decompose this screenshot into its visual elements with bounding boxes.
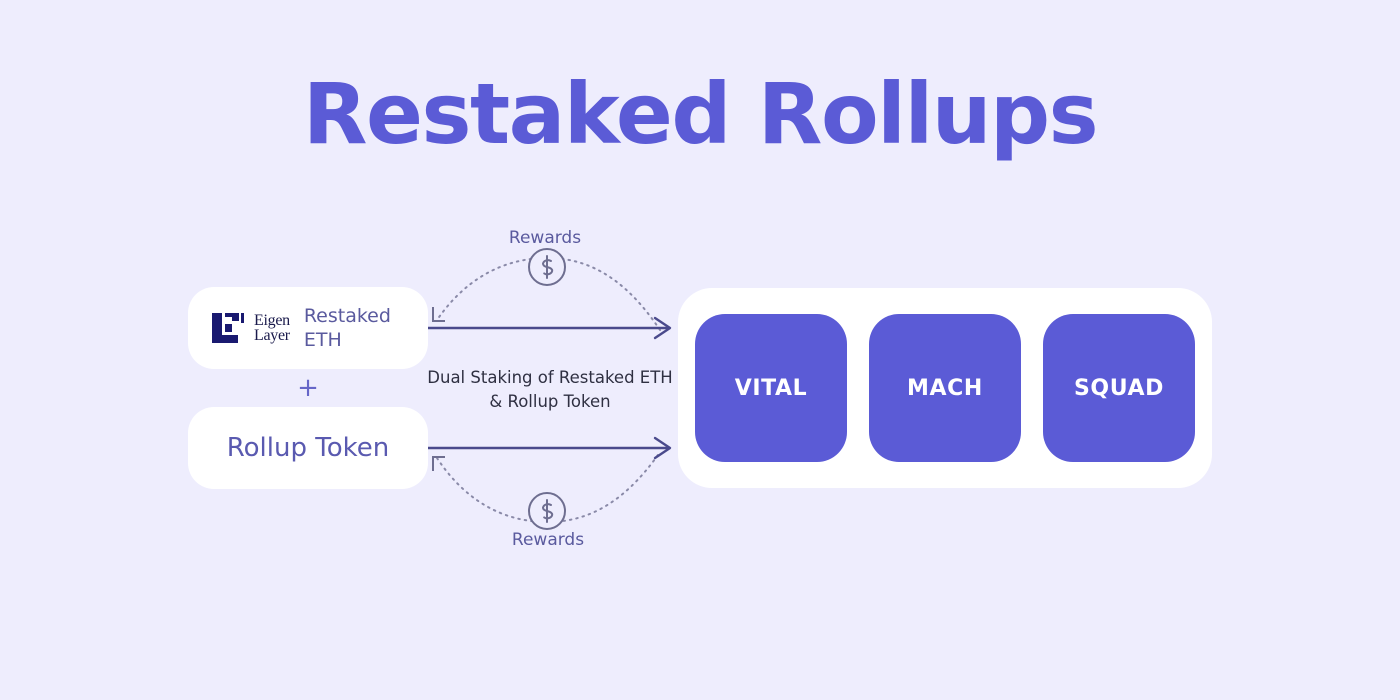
page-title: Restaked Rollups	[302, 65, 1099, 163]
eigenlayer-logo-icon	[212, 313, 244, 343]
dual-staking-label-line1: Dual Staking of Restaked ETH	[427, 368, 673, 387]
rollup-token-card[interactable]: Rollup Token	[188, 407, 428, 489]
rewards-bottom-arc	[436, 451, 661, 524]
rewards-top-arc	[436, 256, 661, 331]
plus-operator-icon: +	[297, 373, 319, 403]
restaked-eth-card[interactable]: Eigen Layer Restaked ETH	[188, 287, 428, 369]
eigenlayer-wordmark-line2: Layer	[254, 327, 290, 344]
staking-arrow-top	[428, 316, 672, 340]
avs-box-squad-label: SQUAD	[1073, 375, 1165, 401]
avs-box-squad[interactable]: SQUAD	[1043, 314, 1195, 462]
avs-box-mach[interactable]: MACH	[869, 314, 1021, 462]
dollar-coin-icon-bottom	[528, 492, 566, 530]
rewards-bottom-label: Rewards	[511, 530, 585, 550]
dollar-coin-icon-top	[528, 248, 566, 286]
avs-box-vital[interactable]: VITAL	[695, 314, 847, 462]
eigenlayer-wordmark-line1: Eigen	[254, 312, 290, 329]
rewards-top-arrowhead	[432, 307, 445, 322]
rollup-token-label: Rollup Token	[226, 433, 390, 463]
rewards-bottom-arrowhead	[432, 456, 445, 471]
eigenlayer-wordmark: Eigen Layer	[254, 312, 290, 344]
avs-panel: VITAL MACH SQUAD	[678, 288, 1212, 488]
avs-box-mach-label: MACH	[907, 375, 983, 401]
avs-box-vital-label: VITAL	[734, 375, 808, 401]
dual-staking-label: Dual Staking of Restaked ETH & Rollup To…	[415, 366, 685, 414]
rewards-top-label: Rewards	[508, 228, 582, 248]
dual-staking-label-line2: & Rollup Token	[489, 392, 611, 411]
restaked-eth-label: Restaked ETH	[303, 305, 391, 351]
staking-arrow-bottom	[428, 436, 672, 460]
